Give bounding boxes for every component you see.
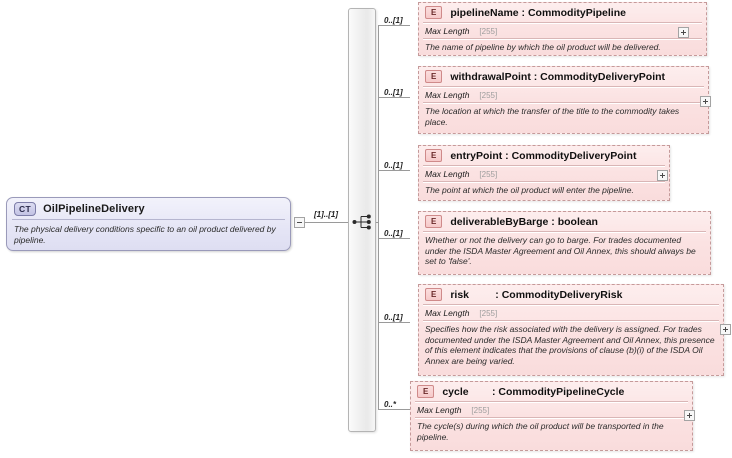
element-badge: E — [425, 70, 443, 83]
facet-max-length: Max Length [255] — [419, 306, 723, 320]
element-documentation: The location at which the transfer of th… — [425, 106, 680, 127]
element-pipelineName[interactable]: E pipelineName : CommodityPipeline Max L… — [418, 2, 707, 56]
element-entryPoint[interactable]: E entryPoint : CommodityDeliveryPoint Ma… — [418, 145, 670, 201]
facet-max-length: Max Length [255] — [419, 88, 708, 102]
complex-type-documentation: The physical delivery conditions specifi… — [14, 224, 276, 245]
expand-toggle-withdrawalPoint[interactable] — [700, 96, 711, 107]
facet-label: Max Length — [417, 405, 462, 415]
divider — [415, 401, 688, 403]
element-badge: E — [417, 385, 435, 398]
facet-max-length: Max Length [255] — [419, 167, 669, 181]
divider — [12, 219, 285, 220]
element-label: pipelineName : CommodityPipeline — [450, 6, 626, 19]
element-header: E withdrawalPoint : CommodityDeliveryPoi… — [419, 67, 708, 86]
element-label: entryPoint : CommodityDeliveryPoint — [450, 149, 637, 162]
facet-value: [255] — [479, 91, 498, 100]
facet-label: Max Length — [425, 169, 470, 179]
facet-label: Max Length — [425, 90, 470, 100]
element-header: E deliverableByBarge : boolean — [419, 212, 710, 231]
divider — [423, 231, 706, 233]
connector-root — [305, 222, 348, 223]
collapse-toggle-root[interactable] — [294, 217, 305, 228]
divider — [423, 165, 665, 167]
element-label: withdrawalPoint : CommodityDeliveryPoint — [450, 70, 666, 83]
element-label: deliverableByBarge : boolean — [450, 215, 598, 228]
divider — [423, 38, 702, 40]
expand-toggle-entryPoint[interactable] — [657, 170, 668, 181]
facet-label: Max Length — [425, 26, 470, 36]
element-cycle[interactable]: E cycle : CommodityPipelineCycle Max Len… — [410, 381, 693, 451]
element-header: E entryPoint : CommodityDeliveryPoint — [419, 146, 669, 165]
element-documentation: The name of pipeline by which the oil pr… — [425, 42, 661, 52]
connector-element-1 — [378, 97, 410, 98]
element-badge: E — [425, 288, 443, 301]
divider — [423, 304, 719, 306]
cardinality-element-4: 0..[1] — [384, 313, 403, 322]
complex-type-name: OilPipelineDelivery — [43, 203, 145, 215]
divider — [423, 181, 665, 183]
cardinality-root: [1]..[1] — [314, 210, 338, 219]
connector-element-2 — [378, 170, 410, 171]
facet-label: Max Length — [425, 308, 470, 318]
connector-element-5 — [378, 409, 410, 410]
element-badge: E — [425, 6, 443, 19]
element-deliverableByBarge[interactable]: E deliverableByBarge : boolean Whether o… — [418, 211, 711, 275]
element-documentation: The point at which the oil product will … — [425, 185, 634, 195]
connector-compositor-trunk — [376, 222, 379, 223]
divider — [423, 86, 704, 88]
element-label: risk : CommodityDeliveryRisk — [450, 288, 623, 301]
cardinality-element-5: 0..* — [384, 400, 397, 409]
facet-value: [255] — [479, 27, 498, 36]
divider — [415, 417, 688, 419]
complex-type-badge: CT — [14, 202, 37, 216]
facet-value: [255] — [471, 406, 490, 415]
element-documentation: The cycle(s) during which the oil produc… — [417, 421, 664, 442]
expand-toggle-pipelineName[interactable] — [678, 27, 689, 38]
facet-max-length: Max Length [255] — [419, 24, 706, 38]
expand-toggle-cycle[interactable] — [684, 410, 695, 421]
element-withdrawalPoint[interactable]: E withdrawalPoint : CommodityDeliveryPoi… — [418, 66, 709, 134]
facet-value: [255] — [479, 170, 498, 179]
connector-element-0 — [378, 25, 410, 26]
element-documentation: Whether or not the delivery can go to ba… — [425, 235, 696, 266]
cardinality-element-0: 0..[1] — [384, 16, 403, 25]
connector-element-3 — [378, 238, 410, 239]
element-label: cycle : CommodityPipelineCycle — [442, 385, 625, 398]
sequence-icon — [352, 214, 371, 230]
divider — [423, 102, 704, 104]
complex-type-header: CT OilPipelineDelivery — [7, 198, 290, 219]
cardinality-element-1: 0..[1] — [384, 88, 403, 97]
element-documentation: Specifies how the risk associated with t… — [425, 324, 715, 366]
divider — [423, 22, 702, 24]
element-header: E risk : CommodityDeliveryRisk — [419, 285, 723, 304]
cardinality-element-2: 0..[1] — [384, 161, 403, 170]
element-header: E pipelineName : CommodityPipeline — [419, 3, 706, 22]
branch-trunk — [378, 25, 379, 409]
element-badge: E — [425, 215, 443, 228]
divider — [423, 320, 719, 322]
facet-max-length: Max Length [255] — [411, 403, 692, 417]
cardinality-element-3: 0..[1] — [384, 229, 403, 238]
element-badge: E — [425, 149, 443, 162]
sequence-compositor-container[interactable] — [348, 8, 376, 432]
facet-value: [255] — [479, 309, 498, 318]
element-risk[interactable]: E risk : CommodityDeliveryRisk Max Lengt… — [418, 284, 724, 376]
complex-type-OilPipelineDelivery[interactable]: CT OilPipelineDelivery The physical deli… — [6, 197, 291, 251]
connector-element-4 — [378, 322, 410, 323]
expand-toggle-risk[interactable] — [720, 324, 731, 335]
element-header: E cycle : CommodityPipelineCycle — [411, 382, 692, 401]
